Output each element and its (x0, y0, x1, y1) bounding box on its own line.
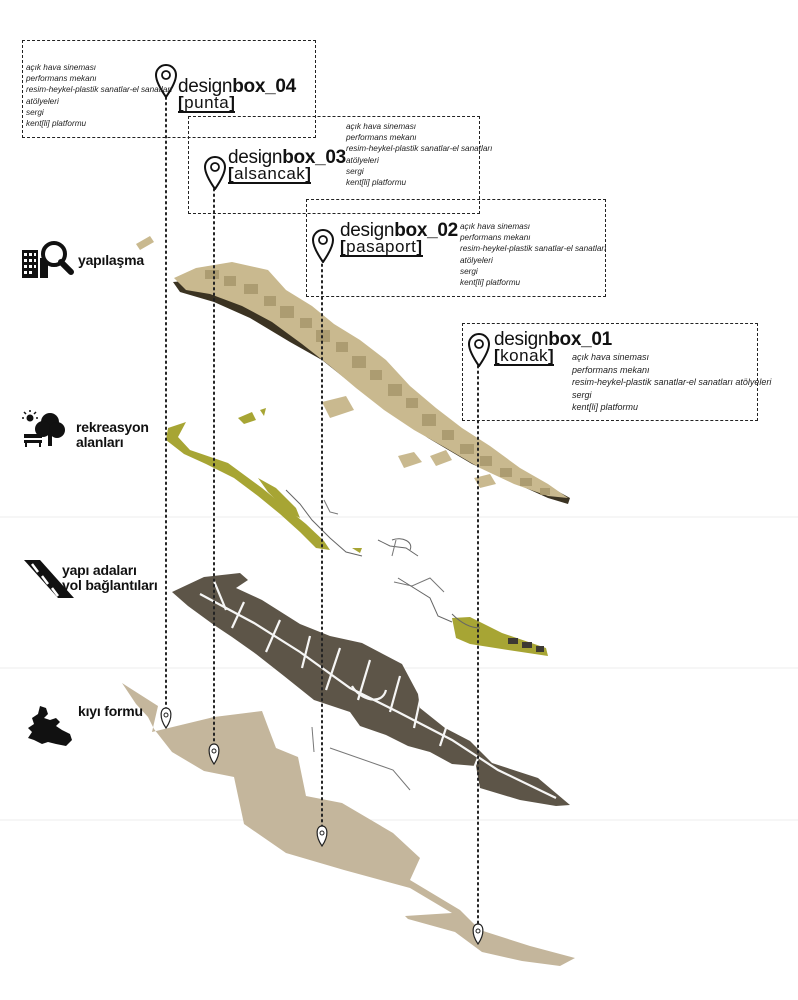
recreation-layer (166, 408, 445, 593)
layer-label-rekreasyon: rekreasyon alanları (76, 419, 149, 450)
location-pin-icon (316, 825, 328, 848)
connection-line (451, 613, 481, 629)
program-item: kent[li] platformu (460, 278, 521, 288)
green-patch (238, 412, 256, 424)
program-item: performans mekanı (460, 233, 531, 243)
designbox-02-programs: açık hava sineması performans mekanı res… (460, 221, 606, 288)
location-pin-icon (312, 229, 334, 263)
green-corridor (258, 478, 300, 518)
program-item: açık hava sineması (460, 222, 531, 231)
block-road-layer (172, 573, 570, 806)
program-item: kent[li] platformu (346, 178, 407, 188)
harbor-blocks (508, 638, 544, 652)
road-network (199, 580, 557, 799)
coast-form-layer (122, 683, 575, 966)
building-fragment (322, 396, 354, 418)
green-patch (352, 548, 362, 553)
program-item: resim-heykel-plastik sanatlar-el sanatla… (572, 377, 772, 387)
designbox-04-frame (22, 40, 316, 138)
tree-bench-icon (22, 410, 65, 447)
building-fragment (136, 236, 154, 250)
building-block-detail (205, 270, 550, 495)
coast-landmass (122, 683, 575, 966)
coast-edge-line (323, 499, 339, 515)
program-item: kent[li] platformu (26, 119, 87, 129)
coast-edge-line (391, 538, 412, 551)
location-pin-icon (155, 64, 177, 98)
buildings-search-icon (22, 241, 74, 278)
green-patch (260, 408, 266, 416)
layer-label-yapilasma: yapılaşma (78, 252, 144, 268)
urban-blocks (172, 573, 570, 806)
location-pin-icon (208, 743, 220, 766)
program-item: kent[li] platformu (572, 402, 639, 412)
designbox-03-programs: açık hava sineması performans mekanı res… (346, 121, 492, 188)
connector-lines (165, 91, 479, 931)
designbox-04-programs: açık hava sineması performans mekanı res… (26, 62, 172, 129)
program-item: açık hava sineması (346, 122, 417, 131)
landmass-icon (28, 706, 72, 746)
program-item: sergi (346, 166, 364, 176)
building-fragment (398, 452, 422, 468)
layer-label-yapi-adalari: yapı adaları yol bağlantıları (62, 562, 158, 593)
connection-line (397, 577, 453, 623)
coast-edge-line (377, 539, 419, 557)
designbox-01-title: designbox_01 (494, 329, 612, 350)
road-icon (24, 560, 74, 598)
green-corridor (166, 422, 330, 550)
program-item: resim-heykel-plastik sanatlar-el sanatla… (346, 144, 493, 154)
program-item: açık hava sineması (572, 352, 650, 362)
building-fragment (474, 474, 496, 488)
designbox-04-title: designbox_04 (178, 76, 296, 97)
location-pin-icon (204, 156, 226, 190)
program-item: performans mekanı (572, 364, 650, 375)
program-item: atölyeleri (346, 155, 379, 165)
program-item: resim-heykel-plastik sanatlar-el sanatla… (460, 244, 607, 254)
coast-pier-line (311, 726, 315, 753)
program-item: sergi (26, 107, 44, 117)
building-layer (136, 236, 570, 504)
designbox-01-programs: açık hava sineması performans mekanı res… (572, 351, 771, 414)
designbox-01-place: [konak] (494, 346, 555, 366)
program-item: atölyeleri (26, 96, 59, 106)
designbox-03-title: designbox_03 (228, 147, 346, 168)
designbox-04-place: [punta] (178, 93, 236, 113)
location-pin-icon (160, 707, 172, 730)
program-item: atölyeleri (460, 255, 493, 265)
building-fragment (430, 450, 452, 466)
recreation-patch (452, 617, 548, 656)
program-item: performans mekanı (346, 133, 417, 143)
program-item: resim-heykel-plastik sanatlar-el sanatla… (26, 85, 173, 95)
coast-pin-markers (160, 707, 484, 946)
program-item: açık hava sineması (26, 63, 97, 72)
coast-pier-line (329, 747, 411, 791)
coast-edge-line (391, 539, 397, 557)
designbox-03-frame (188, 116, 480, 214)
layer-label-kiyi-formu: kıyı formu (78, 703, 143, 719)
program-item: performans mekanı (26, 74, 97, 84)
coast-edge-line (393, 577, 445, 593)
designbox-02-place: [pasaport] (340, 237, 423, 257)
program-item: sergi (572, 389, 592, 400)
designbox-01-frame (462, 323, 758, 421)
location-pin-icon (472, 923, 484, 946)
program-item: sergi (460, 266, 478, 276)
designbox-03-place: [alsancak] (228, 164, 312, 184)
designbox-02-frame (306, 199, 606, 297)
location-pin-icon (468, 333, 490, 367)
designbox-02-title: designbox_02 (340, 220, 458, 241)
